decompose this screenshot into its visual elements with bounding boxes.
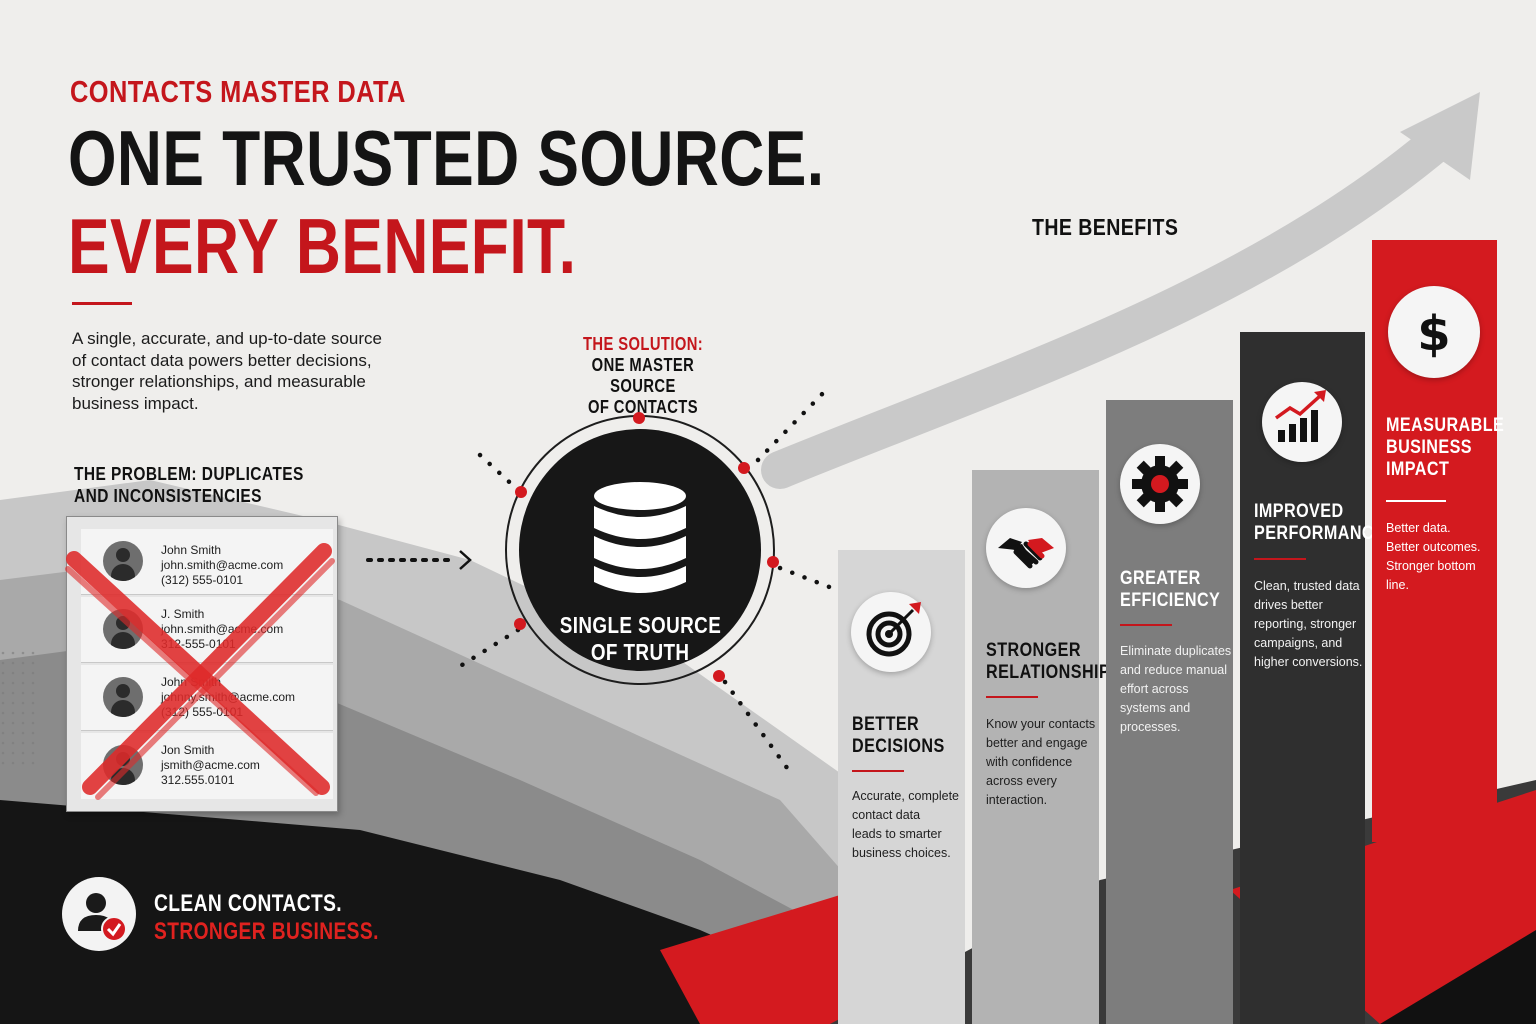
benefit-text-line: processes. [1120, 720, 1181, 734]
benefit-title-line: BETTER [852, 714, 920, 735]
benefit-title-line: EFFICIENCY [1120, 590, 1221, 611]
benefit-title-line: MEASURABLE [1386, 415, 1505, 436]
problem-title: THE PROBLEM: DUPLICATES AND INCONSISTENC… [74, 463, 304, 507]
contact-email: john.smith@acme.com [161, 558, 284, 572]
benefit-divider [852, 770, 904, 772]
benefit-divider [1254, 558, 1306, 560]
benefit-title-line: RELATIONSHIPS [986, 662, 1122, 683]
benefit-title-line: IMPACT [1386, 459, 1450, 480]
benefit-text-line: Eliminate duplicates [1120, 644, 1232, 658]
benefit-text-line: Accurate, complete [852, 789, 959, 803]
benefit-text-line: Stronger bottom [1386, 559, 1476, 573]
benefit-text-line: line. [1386, 578, 1409, 592]
benefit-divider [1386, 500, 1446, 502]
benefit-text-line: contact data [852, 808, 921, 822]
hub-node [633, 412, 645, 424]
solution-title-line: OF CONTACTS [587, 397, 698, 417]
benefit-text-line: and reduce manual [1120, 663, 1228, 677]
svg-text:$: $ [1417, 306, 1450, 362]
intro-line: A single, accurate, and up-to-date sourc… [72, 329, 382, 348]
contact-name: J. Smith [161, 607, 205, 621]
benefit-text-line: Better data. [1386, 521, 1451, 535]
handshake-icon [986, 508, 1066, 588]
benefit-text-line: leads to smarter [852, 827, 942, 841]
benefit-divider [986, 696, 1038, 698]
cross-out-icon [65, 543, 335, 800]
benefit-text-line: better and engage [986, 736, 1088, 750]
benefit-text-line: business choices. [852, 846, 951, 860]
benefit-title-line: DECISIONS [852, 736, 945, 757]
benefit-text-line: Better outcomes. [1386, 540, 1481, 554]
hub-label: SINGLE SOURCE OF TRUTH [540, 612, 740, 666]
benefit-text: Better data. Better outcomes. Stronger b… [1386, 519, 1481, 595]
footer-line2: STRONGER BUSINESS. [154, 918, 379, 945]
intro-line: stronger relationships, and measurable [72, 372, 366, 391]
contact-phone: (312) 555-0101 [161, 573, 244, 587]
contact-email: jsmith@acme.com [161, 758, 260, 772]
benefit-text-line: across every [986, 774, 1057, 788]
solution-label: THE SOLUTION: [583, 334, 704, 354]
contact-phone: 312.555.0101 [161, 773, 235, 787]
benefits-title: THE BENEFITS [1032, 214, 1179, 240]
hub-node [767, 556, 779, 568]
hub-node [738, 462, 750, 474]
benefit-text-line: campaigns, and [1254, 636, 1343, 650]
gear-icon [1120, 444, 1200, 524]
footer-line1: CLEAN CONTACTS. [154, 890, 343, 917]
benefit-text-line: drives better [1254, 598, 1323, 612]
benefit-text: Eliminate duplicates and reduce manual e… [1120, 642, 1231, 737]
benefit-text: Know your contacts better and engage wit… [986, 715, 1095, 810]
benefit-text-line: systems and [1120, 701, 1191, 715]
benefit-text-line: higher conversions. [1254, 655, 1363, 669]
benefit-divider [1120, 624, 1172, 626]
benefit-title-line: PERFORMANCE [1254, 523, 1386, 544]
problem-title-line: THE PROBLEM: DUPLICATES [74, 464, 304, 484]
target-icon [851, 592, 931, 672]
database-icon [594, 482, 686, 593]
benefit-text-line: interaction. [986, 793, 1048, 807]
avatar-icon [103, 677, 143, 717]
benefit-text-line: reporting, stronger [1254, 617, 1357, 631]
benefit-title-line: BUSINESS [1386, 437, 1472, 458]
hub-node [515, 486, 527, 498]
benefit-text: Accurate, complete contact data leads to… [852, 787, 959, 863]
verified-user-icon [62, 877, 136, 951]
intro-text: A single, accurate, and up-to-date sourc… [72, 328, 432, 414]
headline-line2: EVERY BENEFIT. [68, 202, 577, 290]
headline-line1: ONE TRUSTED SOURCE. [68, 114, 825, 202]
dollar-icon: $ [1388, 286, 1480, 378]
hub-label-line: SINGLE SOURCE [559, 612, 721, 638]
benefit-title-line: IMPROVED [1254, 501, 1344, 522]
benefit-text: Clean, trusted data drives better report… [1254, 577, 1362, 672]
hub-connectors [459, 385, 835, 775]
solution-title: ONE MASTER SOURCE OF CONTACTS [563, 355, 723, 418]
benefit-text-line: effort across [1120, 682, 1189, 696]
intro-line: business impact. [72, 393, 199, 413]
benefit-title-line: GREATER [1120, 568, 1201, 589]
hub-node [713, 670, 725, 682]
contact-name: John Smith [161, 543, 222, 557]
contact-name: Jon Smith [161, 743, 215, 757]
benefit-title-line: STRONGER [986, 640, 1081, 661]
benefit-text-line: Clean, trusted data [1254, 579, 1360, 593]
benefit-text-line: Know your contacts [986, 717, 1096, 731]
hub-label-line: OF TRUTH [590, 639, 690, 665]
intro-line: of contact data powers better decisions, [72, 350, 372, 370]
solution-title-line: ONE MASTER SOURCE [591, 355, 695, 396]
avatar-icon [103, 541, 143, 581]
header-divider [72, 302, 132, 305]
problem-title-line: AND INCONSISTENCIES [74, 486, 262, 506]
benefit-text-line: with confidence [986, 755, 1073, 769]
arrow-right-icon [366, 550, 472, 570]
growth-chart-icon [1262, 382, 1342, 462]
eyebrow-label: CONTACTS MASTER DATA [70, 74, 406, 109]
hub-node [514, 618, 526, 630]
